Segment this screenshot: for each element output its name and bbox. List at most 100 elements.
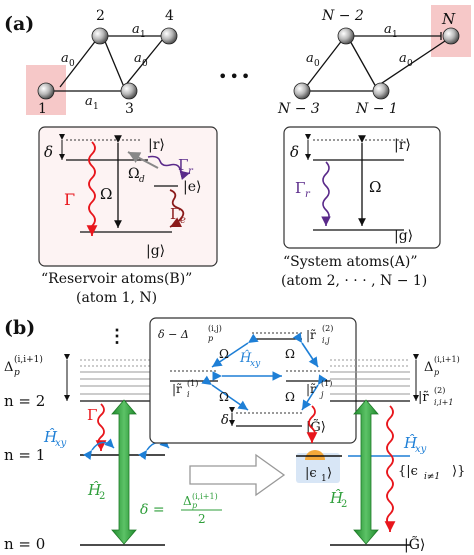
svg-text:xy: xy (415, 444, 427, 455)
reservoir-subcaption: (atom 1, N) (76, 290, 157, 306)
svg-text:a: a (306, 51, 314, 66)
svg-text:a: a (399, 51, 407, 66)
node-label-2: 2 (96, 8, 105, 24)
svg-text:p: p (192, 501, 197, 510)
reservoir-g-state: |g⟩ (146, 243, 165, 259)
svg-text:0: 0 (69, 59, 75, 69)
svg-text:2: 2 (341, 499, 347, 510)
svg-text:Ω: Ω (128, 166, 140, 182)
svg-text:(2): (2) (434, 386, 445, 395)
reservoir-delta: δ (44, 143, 53, 161)
system-level-box (283, 126, 441, 249)
svg-text:|r̃: |r̃ (306, 328, 316, 342)
reservoir-omega-d: Ω d (128, 166, 145, 185)
svg-text:|r̃: |r̃ (418, 390, 429, 405)
svg-text:Γ: Γ (295, 179, 305, 197)
bond-label-a0-lower-right: a 0 (399, 51, 413, 69)
reservoir-level-box (38, 126, 218, 267)
level-n0-label: n = 0 (4, 535, 45, 553)
eps-set-label: {|ϵ i≠1 ⟩} (398, 464, 465, 482)
right-h2-label: Ĥ 2 (329, 489, 347, 510)
bond-label-a0-lower-left: a 0 (134, 51, 148, 69)
svg-text:0: 0 (314, 59, 320, 69)
node-label-N: N (441, 10, 456, 28)
transform-arrow (189, 453, 286, 497)
svg-text:Γ: Γ (178, 156, 188, 174)
svg-text:|r̃: |r̃ (306, 382, 316, 396)
node-label-N-3: N − 3 (277, 101, 320, 117)
svg-text:j: j (319, 390, 324, 399)
svg-text:a: a (384, 22, 392, 37)
left-chain-nodes (37, 27, 178, 100)
left-delta-p-label: Δ (i,i+1) p (4, 354, 43, 378)
reservoir-e-state: |e⟩ (183, 179, 201, 195)
right-h2-green-arrow (353, 399, 379, 545)
left-hxy-label: Ĥ xy (43, 428, 67, 449)
svg-text:Ĥ: Ĥ (43, 428, 58, 446)
node-label-4: 4 (165, 8, 174, 24)
level-n1-label: n = 1 (4, 446, 45, 464)
bond-label-a0-upper-right: a 0 (306, 51, 320, 69)
right-r2-label: |r̃ (2) i,i+1 (418, 386, 453, 407)
right-chain-bonds (305, 32, 449, 92)
svg-text:⟩: ⟩ (327, 466, 332, 481)
h2-green-arrow (111, 399, 137, 545)
svg-text:Γ: Γ (170, 205, 180, 223)
inset-box (149, 317, 357, 444)
svg-text:|ϵ: |ϵ (305, 466, 317, 481)
svg-text:(2): (2) (322, 324, 333, 333)
svg-text:d: d (139, 175, 145, 185)
right-G-state: |G̃⟩ (404, 535, 425, 553)
inset-G-state: |G̃⟩ (306, 419, 326, 435)
reservoir-gamma-r: Γ r (178, 156, 194, 177)
svg-text:(i,i+1): (i,i+1) (434, 355, 460, 364)
system-subcaption: (atom 2, · · · , N − 1) (281, 273, 427, 289)
system-r-state: |r⟩ (394, 137, 411, 153)
svg-text:1: 1 (392, 30, 398, 40)
node-label-N-1: N − 1 (355, 101, 398, 117)
eps1-label: |ϵ 1 ⟩ (305, 466, 332, 484)
svg-text:Ĥ: Ĥ (87, 481, 102, 499)
inset-omega-3: Ω (219, 390, 229, 404)
svg-text:Δ: Δ (424, 360, 433, 375)
svg-text:r: r (305, 189, 311, 200)
svg-text:(i,i+1): (i,i+1) (192, 492, 218, 501)
svg-text:2: 2 (99, 491, 105, 502)
inset-omega-2: Ω (285, 347, 295, 361)
svg-text:{|ϵ: {|ϵ (398, 464, 418, 479)
inset-omega-4: Ω (285, 390, 295, 404)
right-chain-nodes (293, 27, 460, 100)
svg-text:i,i+1: i,i+1 (434, 398, 453, 407)
level-n2-label: n = 2 (4, 392, 45, 410)
chain-ellipsis: ••• (218, 67, 252, 86)
bond-label-a0-upper-left: a 0 (61, 51, 75, 69)
right-hxy-label: Ĥ xy (403, 434, 427, 455)
svg-text:i,j: i,j (322, 336, 330, 345)
svg-text:a: a (61, 51, 69, 66)
hxy-hop-arrow (83, 438, 115, 460)
svg-text:(i,i+1): (i,i+1) (14, 354, 43, 365)
right-decay-wave-1 (306, 405, 318, 443)
svg-text:a: a (134, 51, 142, 66)
svg-text:r: r (188, 166, 194, 177)
bond-label-a1-lower-left: a 1 (85, 94, 99, 112)
svg-text:(1): (1) (321, 379, 332, 388)
panel-a-label: (a) (4, 13, 34, 35)
svg-text:Ĥ: Ĥ (329, 489, 344, 507)
svg-text:Δ: Δ (183, 494, 192, 508)
system-g-state: |g⟩ (394, 228, 413, 244)
svg-text:⟩}: ⟩} (452, 464, 465, 479)
delta-equation: δ = Δ (i,i+1) p 2 (140, 492, 222, 526)
svg-text:p: p (208, 334, 213, 343)
svg-text:1: 1 (140, 30, 146, 40)
node-label-3: 3 (125, 101, 134, 117)
right-energy-levels (296, 354, 419, 546)
reservoir-r-state: |r⟩ (148, 137, 165, 153)
svg-text:a: a (132, 22, 140, 37)
inset-omega-1: Ω (219, 347, 229, 361)
svg-text:2: 2 (198, 512, 206, 526)
svg-text:0: 0 (142, 59, 148, 69)
svg-text:δ − Δ: δ − Δ (158, 328, 189, 341)
svg-text:i≠1: i≠1 (424, 472, 440, 482)
